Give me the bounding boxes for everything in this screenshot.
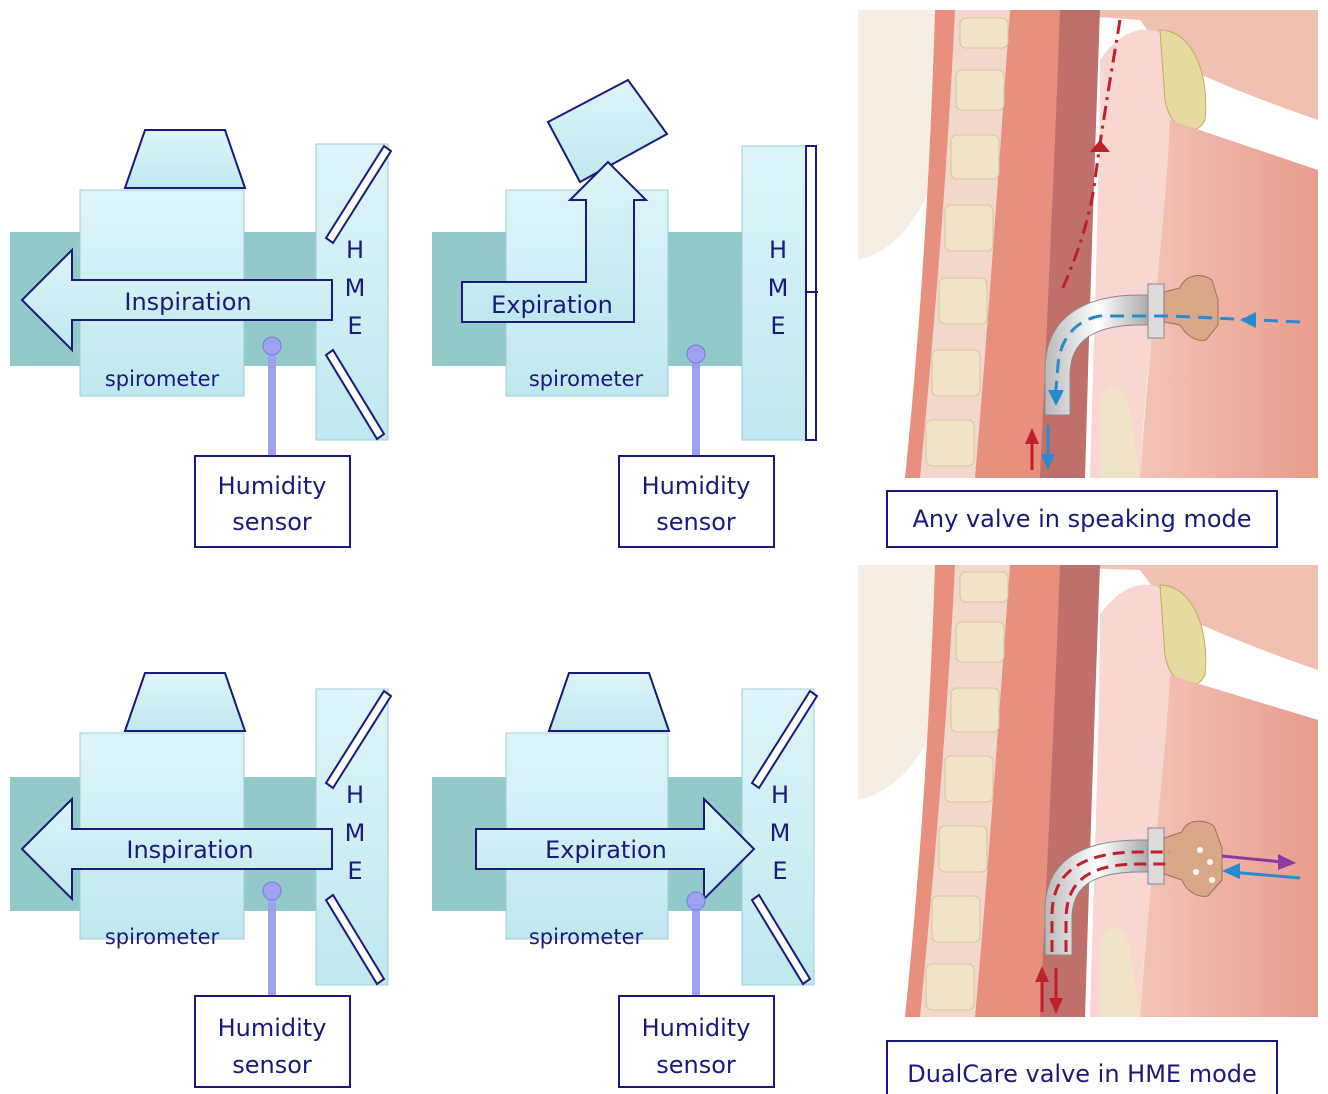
hme-letter-e: E	[772, 857, 787, 885]
humidity-sensor-line2: sensor	[656, 1051, 736, 1079]
hme-letter-e: E	[347, 312, 362, 340]
humidity-sensor-line2: sensor	[232, 1051, 312, 1079]
hme-letter-e: E	[770, 312, 785, 340]
anatomy-illustration-top	[858, 10, 1318, 478]
humidity-sensor-line2: sensor	[232, 508, 312, 536]
hme-letter-h: H	[769, 236, 787, 264]
caption-top: Any valve in speaking mode	[886, 490, 1278, 548]
sensor-dot	[687, 345, 705, 363]
sensor-dot	[687, 892, 705, 910]
spirometer-label: spirometer	[105, 925, 220, 949]
spirometer-top	[549, 673, 669, 731]
arrow-label: Expiration	[545, 836, 667, 864]
humidity-sensor-line1: Humidity	[218, 1014, 327, 1042]
arrow-label: Inspiration	[124, 288, 251, 316]
hme-letter-m: M	[345, 274, 366, 302]
humidity-sensor-line1: Humidity	[642, 472, 751, 500]
sensor-stem	[692, 901, 700, 1001]
humidity-sensor-line2: sensor	[656, 508, 736, 536]
sensor-stem	[268, 891, 276, 1001]
hme-letter-e: E	[347, 857, 362, 885]
caption-bottom: DualCare valve in HME mode	[886, 1040, 1278, 1094]
spirometer-top	[125, 673, 245, 731]
arrow-label: Inspiration	[126, 836, 253, 864]
sensor-stem	[268, 346, 276, 456]
arrow-label: Expiration	[491, 291, 613, 319]
spirometer-label: spirometer	[529, 367, 644, 391]
hme-letter-h: H	[346, 236, 364, 264]
hme-letter-m: M	[768, 274, 789, 302]
sensor-dot	[263, 337, 281, 355]
hme-letter-m: M	[770, 819, 791, 847]
panel-top-middle: Expiration spirometer H M E Humidity sen…	[432, 80, 818, 547]
panel-bottom-left: Inspiration spirometer H M E Humidity se…	[10, 673, 391, 1087]
panel-bottom-middle: Expiration spirometer H M E Humidity sen…	[432, 673, 817, 1087]
panel-top-left: Inspiration spirometer H M E Humidity se…	[10, 130, 391, 547]
hme-letter-m: M	[345, 819, 366, 847]
spirometer-label: spirometer	[529, 925, 644, 949]
spirometer-label: spirometer	[105, 367, 220, 391]
hme-letter-h: H	[346, 781, 364, 809]
sensor-dot	[263, 882, 281, 900]
humidity-sensor-line1: Humidity	[642, 1014, 751, 1042]
sensor-stem	[692, 354, 700, 456]
hme-letter-h: H	[771, 781, 789, 809]
humidity-sensor-line1: Humidity	[218, 472, 327, 500]
anatomy-illustration-bottom	[858, 565, 1318, 1017]
spirometer-top	[125, 130, 245, 188]
